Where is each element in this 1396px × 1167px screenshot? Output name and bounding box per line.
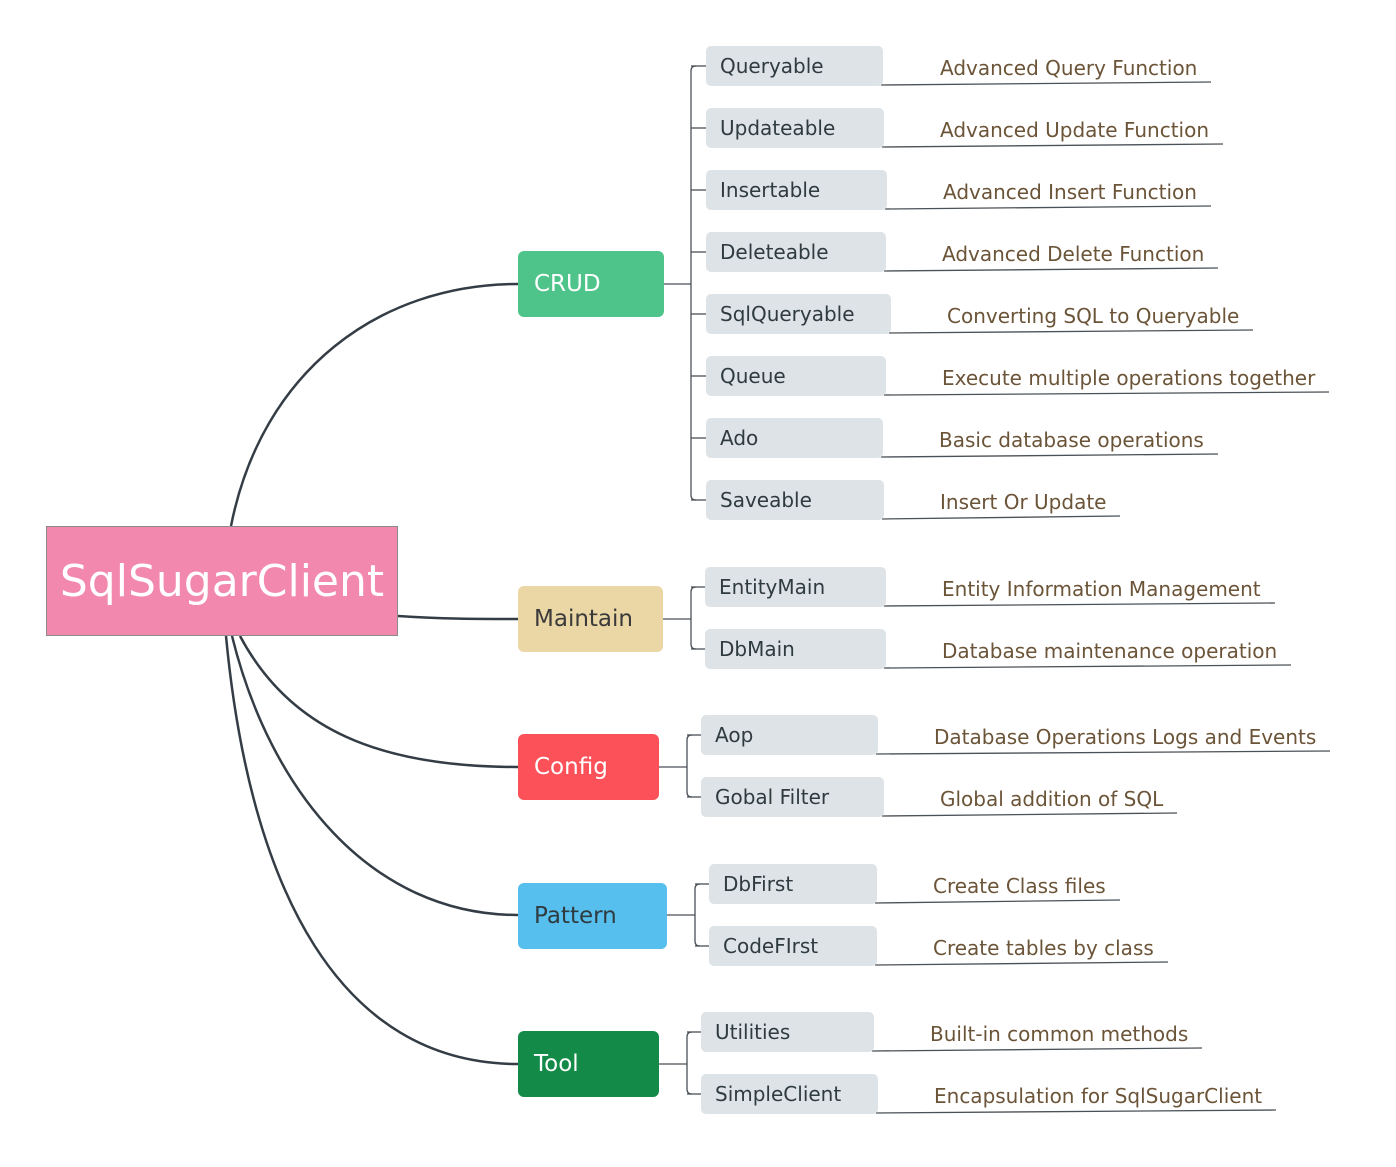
desc-underline-0 bbox=[880, 81, 1212, 86]
desc-entitymain: Entity Information Management bbox=[942, 577, 1261, 601]
category-maintain[interactable]: Maintain bbox=[518, 586, 663, 652]
leaf-deleteable[interactable]: Deleteable bbox=[706, 232, 886, 272]
leaf-updateable[interactable]: Updateable bbox=[706, 108, 884, 148]
leaf-sqlqueryable[interactable]: SqlQueryable bbox=[706, 294, 891, 334]
link-root-pattern bbox=[230, 635, 519, 917]
desc-underline-4 bbox=[888, 329, 1254, 334]
link-cat-bracket-4 bbox=[686, 1031, 693, 1095]
root-node[interactable]: SqlSugarClient bbox=[46, 526, 398, 636]
link-root-crud bbox=[229, 282, 519, 527]
desc-underline-13 bbox=[874, 961, 1169, 966]
desc-underline-15 bbox=[875, 1109, 1277, 1114]
leaf-saveable[interactable]: Saveable bbox=[706, 480, 884, 520]
desc-aop: Database Operations Logs and Events bbox=[934, 725, 1317, 749]
link-root-config bbox=[238, 635, 519, 769]
desc-saveable: Insert Or Update bbox=[940, 490, 1107, 514]
link-cat-bracket-2 bbox=[686, 734, 693, 798]
link-cat-bracket-1 bbox=[690, 586, 697, 650]
desc-insertable: Advanced Insert Function bbox=[943, 180, 1197, 204]
leaf-utilities[interactable]: Utilities bbox=[701, 1012, 874, 1052]
link-root-maintain bbox=[397, 614, 519, 621]
desc-dbmain: Database maintenance operation bbox=[942, 639, 1278, 663]
link-root-tool bbox=[224, 635, 519, 1066]
desc-simpleclient: Encapsulation for SqlSugarClient bbox=[934, 1084, 1263, 1108]
desc-underline-14 bbox=[871, 1047, 1203, 1052]
desc-gobal-filter: Global addition of SQL bbox=[940, 787, 1164, 811]
leaf-gobal-filter[interactable]: Gobal Filter bbox=[701, 777, 884, 817]
leaf-dbfirst[interactable]: DbFirst bbox=[709, 864, 877, 904]
leaf-aop[interactable]: Aop bbox=[701, 715, 878, 755]
leaf-simpleclient[interactable]: SimpleClient bbox=[701, 1074, 878, 1114]
desc-sqlqueryable: Converting SQL to Queryable bbox=[947, 304, 1240, 328]
desc-deleteable: Advanced Delete Function bbox=[942, 242, 1205, 266]
desc-codefirst: Create tables by class bbox=[933, 936, 1154, 960]
desc-queryable: Advanced Query Function bbox=[940, 56, 1198, 80]
category-config[interactable]: Config bbox=[518, 734, 659, 800]
leaf-queryable[interactable]: Queryable bbox=[706, 46, 883, 86]
desc-underline-5 bbox=[883, 391, 1330, 396]
leaf-ado[interactable]: Ado bbox=[706, 418, 883, 458]
leaf-codefirst[interactable]: CodeFIrst bbox=[709, 926, 877, 966]
category-tool[interactable]: Tool bbox=[518, 1031, 659, 1097]
desc-underline-2 bbox=[884, 205, 1212, 210]
leaf-queue[interactable]: Queue bbox=[706, 356, 886, 396]
category-pattern[interactable]: Pattern bbox=[518, 883, 667, 949]
desc-underline-10 bbox=[875, 750, 1331, 755]
desc-updateable: Advanced Update Function bbox=[940, 118, 1210, 142]
desc-underline-9 bbox=[883, 664, 1292, 669]
leaf-dbmain[interactable]: DbMain bbox=[705, 629, 886, 669]
desc-underline-6 bbox=[880, 453, 1219, 458]
link-cat-bracket-0 bbox=[690, 65, 697, 501]
desc-utilities: Built-in common methods bbox=[930, 1022, 1189, 1046]
desc-underline-12 bbox=[874, 899, 1121, 904]
desc-ado: Basic database operations bbox=[939, 428, 1204, 452]
desc-dbfirst: Create Class files bbox=[933, 874, 1106, 898]
link-cat-bracket-3 bbox=[694, 883, 701, 947]
desc-underline-8 bbox=[883, 602, 1276, 607]
leaf-entitymain[interactable]: EntityMain bbox=[705, 567, 886, 607]
desc-underline-1 bbox=[881, 143, 1224, 148]
category-crud[interactable]: CRUD bbox=[518, 251, 664, 317]
leaf-insertable[interactable]: Insertable bbox=[706, 170, 887, 210]
desc-underline-11 bbox=[881, 812, 1178, 817]
desc-queue: Execute multiple operations together bbox=[942, 366, 1316, 390]
desc-underline-3 bbox=[883, 267, 1219, 272]
desc-underline-7 bbox=[881, 515, 1121, 520]
